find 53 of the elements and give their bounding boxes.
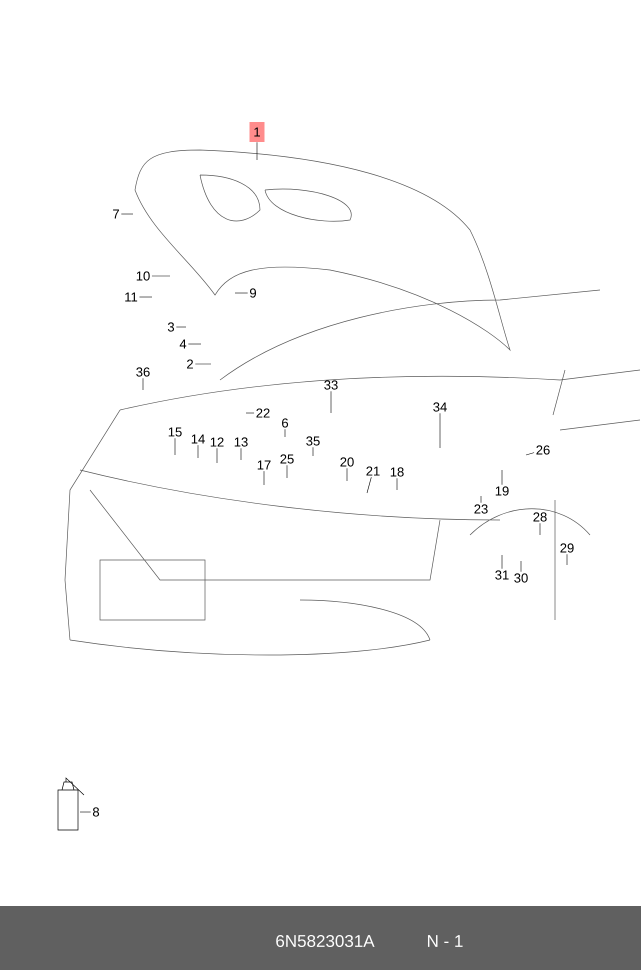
callout-number: 31 bbox=[495, 570, 509, 580]
page-number: N - 1 bbox=[428, 935, 463, 947]
leader-line bbox=[240, 448, 242, 460]
leader-line bbox=[139, 296, 152, 298]
callout-number: 17 bbox=[258, 460, 271, 470]
leader-line bbox=[520, 560, 522, 572]
callout-number: 11 bbox=[125, 292, 138, 302]
leader-line bbox=[366, 476, 372, 494]
leader-line bbox=[176, 326, 186, 328]
callout-number: 20 bbox=[340, 457, 354, 467]
leader-line bbox=[174, 438, 176, 456]
leader-line bbox=[566, 554, 568, 566]
leader-line bbox=[284, 429, 286, 438]
callout-number: 35 bbox=[306, 436, 320, 446]
leader-line bbox=[330, 391, 332, 414]
leader-line bbox=[312, 447, 314, 456]
leader-line bbox=[346, 468, 348, 482]
callout-number: 36 bbox=[136, 367, 150, 377]
callout-number: 19 bbox=[496, 486, 509, 496]
callout-number: 2 bbox=[187, 359, 193, 369]
callout-number: 10 bbox=[136, 271, 150, 281]
leader-line bbox=[286, 465, 288, 478]
leader-line bbox=[142, 378, 144, 390]
callout-number: 15 bbox=[168, 427, 182, 437]
callout-number: 23 bbox=[474, 504, 488, 514]
callout-number: 18 bbox=[390, 467, 404, 477]
callout-number: 21 bbox=[366, 466, 380, 476]
callout-number: 3 bbox=[168, 322, 174, 332]
callout-number: 30 bbox=[514, 573, 528, 583]
callout-number: 13 bbox=[234, 437, 248, 447]
callout-number: 8 bbox=[92, 807, 100, 817]
leader-line bbox=[256, 142, 258, 160]
callout-number: 26 bbox=[536, 445, 550, 455]
leader-line bbox=[480, 496, 482, 503]
leader-line bbox=[216, 448, 218, 464]
highlighted-callout-number: 1 bbox=[250, 122, 264, 142]
leader-line bbox=[526, 452, 534, 456]
callout-number: 34 bbox=[433, 402, 447, 412]
callout-number: 28 bbox=[533, 512, 547, 522]
part-number: 6N5823031A bbox=[276, 935, 375, 948]
leader-line bbox=[234, 292, 248, 294]
callout-number: 22 bbox=[256, 408, 270, 418]
callout-number: 29 bbox=[560, 543, 574, 553]
callout-number: 9 bbox=[250, 288, 256, 298]
callout-number: 4 bbox=[180, 340, 186, 348]
callout-number: 6 bbox=[282, 418, 288, 428]
callout-number: 14 bbox=[192, 434, 205, 444]
callout-number: 12 bbox=[210, 437, 224, 447]
leader-line bbox=[396, 478, 398, 490]
callout-number: 7 bbox=[113, 210, 119, 218]
leader-line bbox=[246, 412, 254, 414]
callout-number: 33 bbox=[324, 380, 338, 390]
callout-number: 25 bbox=[280, 454, 294, 464]
